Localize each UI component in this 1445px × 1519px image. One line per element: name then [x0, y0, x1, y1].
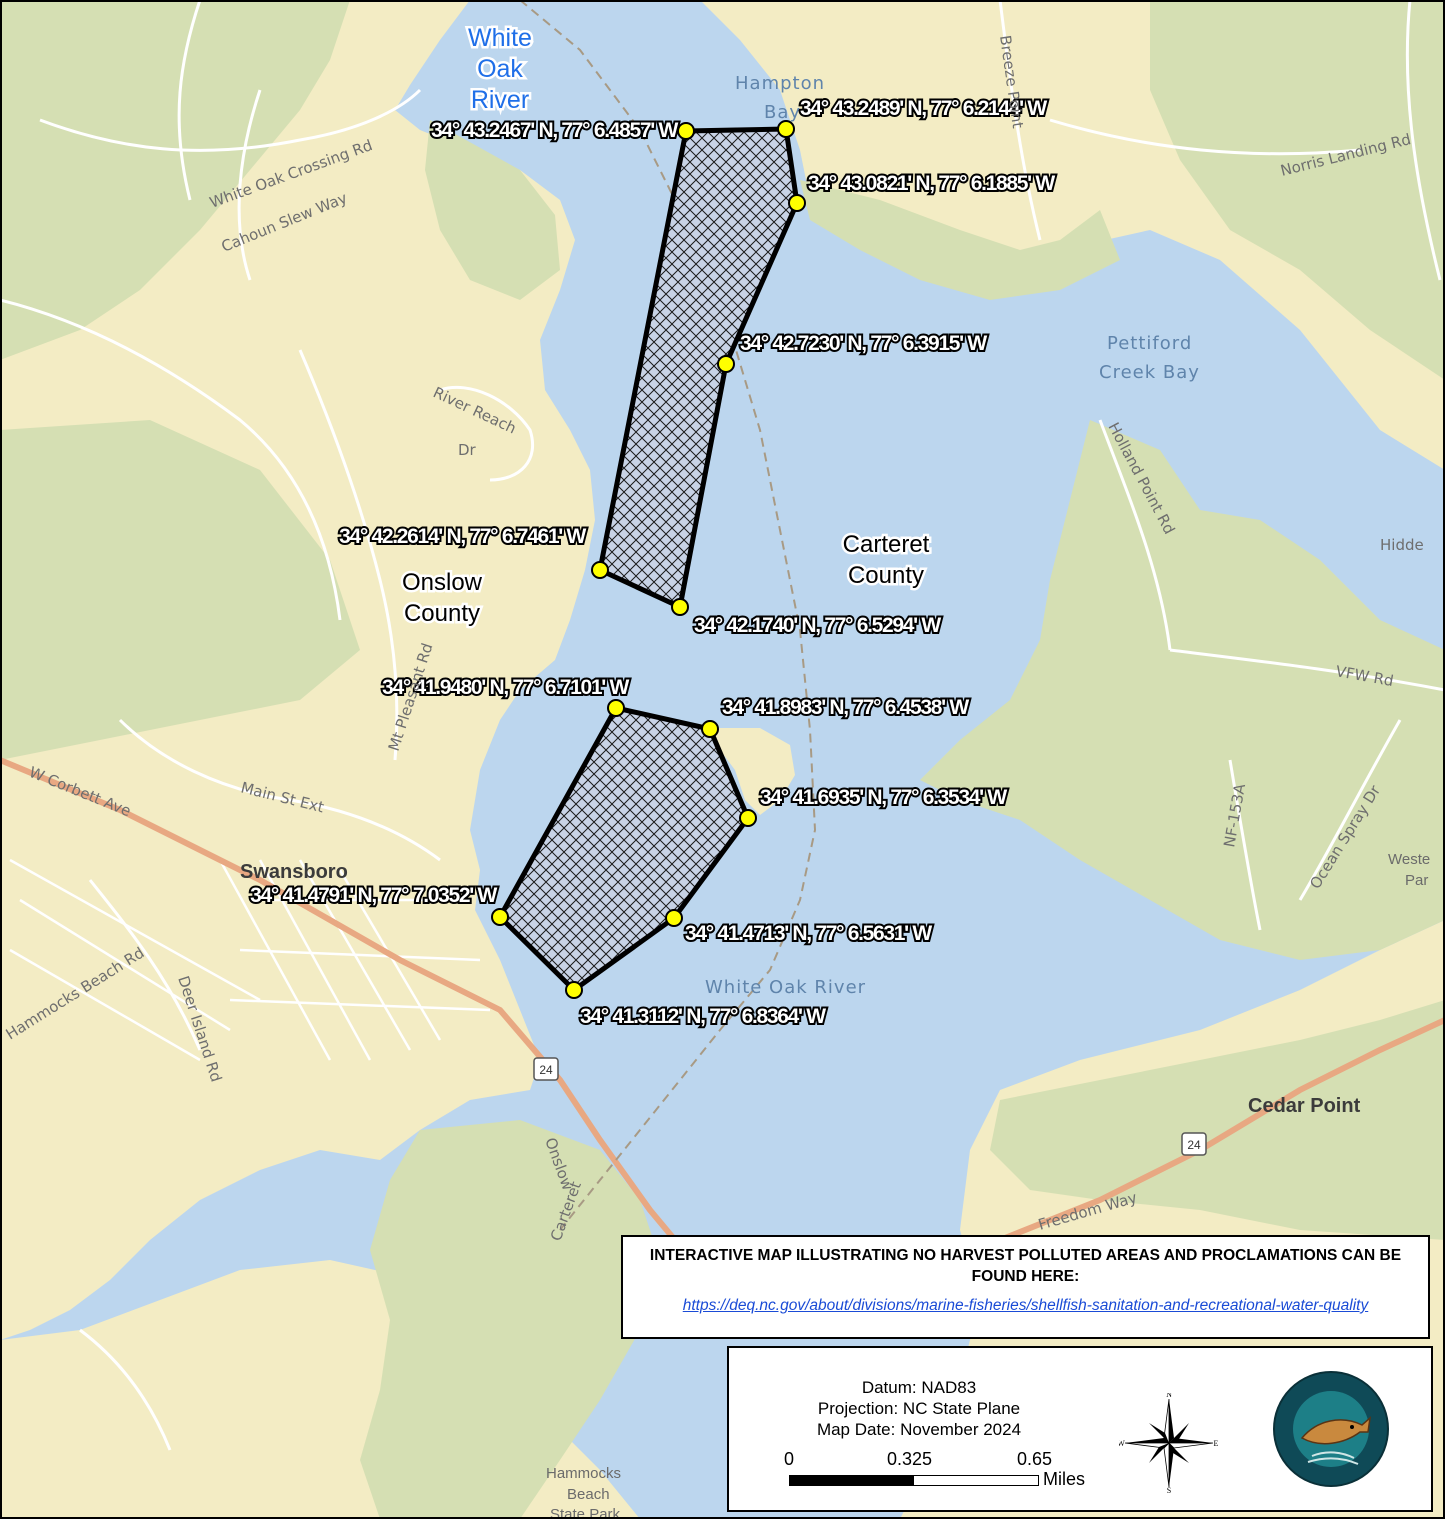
county-onslow-line2: County [404, 600, 480, 627]
vertex-marker[interactable] [777, 120, 795, 138]
coord-label-s2: 34° 41.8983' N, 77° 6.4538' W [722, 696, 969, 719]
street-river-reach-dr: Dr [458, 441, 477, 459]
coord-label-s1: 34° 41.9480' N, 77° 6.7101' W [382, 676, 629, 699]
label-western-park-2: Par [1405, 872, 1428, 889]
vertex-marker[interactable] [701, 720, 719, 738]
svg-text:W: W [1119, 1439, 1125, 1448]
coord-label-n3: 34° 43.0821' N, 77° 6.1885' W [808, 172, 1055, 195]
legend-projection: Projection: NC State Plane [817, 1399, 1021, 1418]
county-carteret-line1: Carteret [843, 531, 930, 558]
info-link[interactable]: https://deq.nc.gov/about/divisions/marin… [682, 1297, 1369, 1314]
nc-marine-fisheries-logo [1273, 1371, 1389, 1487]
highway-24-west [0, 757, 703, 1272]
island [705, 728, 795, 815]
legend-datum: Datum: NAD83 [861, 1378, 977, 1397]
coord-label-n2: 34° 43.2489' N, 77° 6.2144' W [800, 97, 1047, 120]
label-hidden: Hidde [1380, 536, 1424, 554]
scale-tick-2: 0.65 [1017, 1449, 1053, 1469]
vertex-marker[interactable] [491, 908, 509, 926]
vertex-marker[interactable] [677, 122, 695, 140]
label-hammocks-3: State Park [550, 1506, 621, 1519]
forest-northeast [1150, 0, 1445, 380]
scale-tick-1: 0.325 [887, 1449, 933, 1469]
coord-label-n5: 34° 42.1740' N, 77° 6.5294' W [694, 614, 941, 637]
route-24-shield-west: 24 [533, 1057, 559, 1081]
vertex-marker[interactable] [671, 598, 689, 616]
coord-label-n1: 34° 43.2467' N, 77° 6.4857' W [431, 119, 678, 142]
legend-map-date: Map Date: November 2024 [816, 1420, 1022, 1439]
label-hammocks-1: Hammocks [546, 1465, 621, 1482]
label-hammocks-2: Beach [567, 1486, 610, 1503]
scale-bar-frame [789, 1475, 1039, 1486]
coord-label-s6: 34° 41.4791' N, 77° 7.0352' W [250, 884, 497, 907]
coord-label-n6: 34° 42.2614' N, 77° 6.7461' W [339, 525, 586, 548]
label-hampton-bay-1: Hampton [735, 73, 825, 94]
legend-box: Datum: NAD83 Projection: NC State Plane … [727, 1346, 1433, 1512]
forest-east-south [990, 1000, 1445, 1240]
scale-tick-0: 0 [784, 1449, 795, 1469]
vertex-marker[interactable] [739, 809, 757, 827]
route-24-shield-east: 24 [1181, 1132, 1207, 1156]
coord-label-s4: 34° 41.4713' N, 77° 6.5631' W [685, 922, 932, 945]
river-title-line2: Oak [477, 55, 523, 83]
marsh-south [360, 1120, 660, 1519]
label-western-park-1: Weste [1388, 851, 1430, 868]
info-box: INTERACTIVE MAP ILLUSTRATING NO HARVEST … [621, 1235, 1430, 1339]
roads [0, 0, 1445, 1451]
scale-unit: Miles [1043, 1469, 1086, 1489]
forest-west-2 [425, 120, 560, 300]
forest-west [0, 0, 350, 360]
north-vertices [591, 120, 806, 616]
vertex-marker[interactable] [607, 699, 625, 717]
vertex-marker[interactable] [788, 194, 806, 212]
forest-west-3 [0, 420, 360, 760]
svg-text:24: 24 [539, 1063, 553, 1077]
label-white-oak-river-water: White Oak River [705, 977, 866, 998]
county-boundary [519, 0, 817, 1231]
info-title: INTERACTIVE MAP ILLUSTRATING NO HARVEST … [649, 1247, 1402, 1285]
south-vertices [491, 699, 757, 999]
river-title-line3: River [471, 86, 529, 114]
county-onslow-line1: Onslow [402, 569, 483, 596]
label-pettiford-2: Creek Bay [1099, 362, 1200, 383]
compass-rose-icon: N S E W [1119, 1393, 1219, 1493]
forest-breeze [800, 180, 1120, 300]
forest-holland [920, 420, 1445, 960]
label-pettiford-1: Pettiford [1107, 333, 1192, 354]
coord-label-s5: 34° 41.3112' N, 77° 6.8364' W [580, 1005, 826, 1028]
label-cedar-point: Cedar Point [1248, 1095, 1361, 1117]
svg-text:N: N [1166, 1393, 1172, 1399]
label-swansboro: Swansboro [240, 861, 348, 883]
scale-bar-fill [790, 1476, 914, 1485]
coord-label-s3: 34° 41.6935' N, 77° 6.3534' W [760, 786, 1007, 809]
vertex-marker[interactable] [591, 561, 609, 579]
svg-text:24: 24 [1187, 1138, 1201, 1152]
coord-label-n4: 34° 42.7230' N, 77° 6.3915' W [740, 332, 987, 355]
vertex-marker[interactable] [565, 981, 583, 999]
vertex-marker[interactable] [717, 355, 735, 373]
county-carteret-line2: County [848, 562, 924, 589]
svg-text:S: S [1167, 1486, 1171, 1493]
label-hampton-bay-2: Bay [764, 102, 801, 123]
svg-text:E: E [1214, 1439, 1219, 1448]
river-title-line1: White [468, 24, 532, 52]
vertex-marker[interactable] [665, 909, 683, 927]
